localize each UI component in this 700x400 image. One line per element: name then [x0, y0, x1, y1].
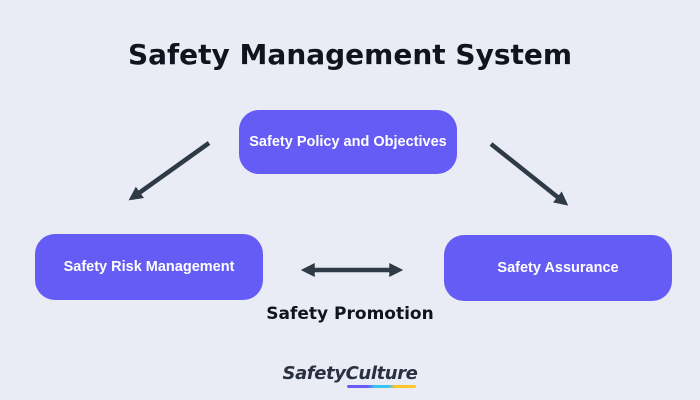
page-title: Safety Management System: [127, 38, 573, 71]
arrow-policy-to-risk: [128, 141, 211, 201]
safety-promotion-label: Safety Promotion: [266, 304, 434, 324]
logo-text-safety: Safety: [282, 363, 346, 384]
node-label: Safety Risk Management: [63, 259, 235, 275]
node-safety-risk-management: Safety Risk Management: [35, 234, 263, 300]
node-label: Safety Assurance: [497, 260, 619, 276]
logo-text-culture: Culture: [345, 363, 418, 388]
node-safety-policy-and-objectives: Safety Policy and Objectives: [239, 110, 457, 174]
node-label: Safety Policy and Objectives: [249, 134, 447, 150]
arrow-policy-to-assurance: [489, 142, 569, 206]
node-safety-assurance: Safety Assurance: [444, 235, 672, 301]
safetyculture-logo: SafetyCulture: [0, 363, 700, 388]
